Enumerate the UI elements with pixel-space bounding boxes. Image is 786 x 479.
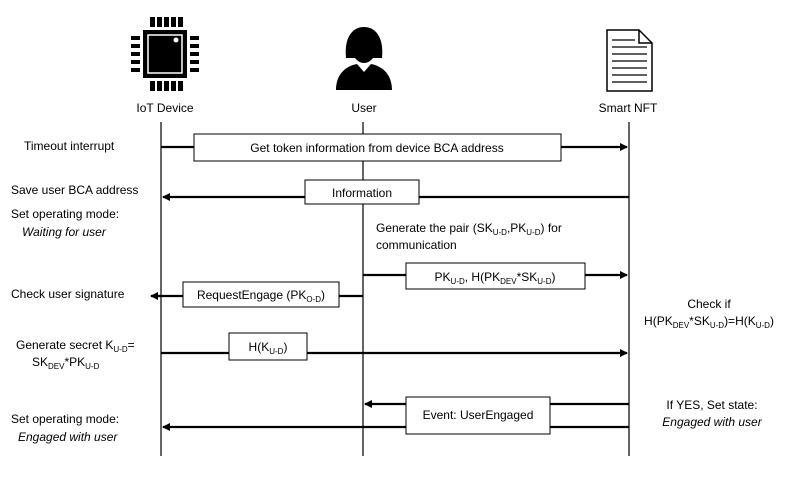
actor-device-label: IoT Device bbox=[136, 101, 193, 115]
chip-icon bbox=[131, 17, 199, 91]
document-icon bbox=[606, 29, 653, 92]
note-timeout: Timeout interrupt bbox=[24, 139, 115, 153]
note-gen-secret-2: SKDEV*PKU-D bbox=[32, 355, 100, 371]
box-pk bbox=[405, 262, 586, 290]
note-set-mode-1: Set operating mode: bbox=[11, 207, 119, 221]
note-gen-pair-1: Generate the pair (SKU-D,PKU-D) for bbox=[376, 221, 562, 237]
note-gen-secret-1: Generate secret KU-D= bbox=[16, 338, 135, 354]
note-set-mode-2: Set operating mode: bbox=[11, 412, 119, 426]
note-waiting: Waiting for user bbox=[22, 225, 107, 239]
note-nft-engaged: Engaged with user bbox=[662, 415, 762, 429]
note-check-sig: Check user signature bbox=[11, 287, 125, 301]
box-request-engage bbox=[182, 281, 340, 308]
note-save-bca: Save user BCA address bbox=[11, 183, 138, 197]
note-check-if: Check if bbox=[687, 297, 731, 311]
msg-get-token: Get token information from device BCA ad… bbox=[250, 141, 503, 155]
note-if-yes: If YES, Set state: bbox=[666, 398, 757, 412]
box-event bbox=[405, 396, 551, 435]
box-get-token bbox=[193, 133, 562, 162]
box-hk bbox=[228, 332, 308, 361]
note-engaged: Engaged with user bbox=[18, 430, 118, 444]
actor-nft-label: Smart NFT bbox=[599, 101, 658, 115]
note-check-formula: H(PKDEV*SKU-D)=H(KU-D) bbox=[644, 314, 774, 330]
box-information bbox=[304, 179, 420, 205]
user-icon bbox=[336, 27, 392, 90]
msg-hk: H(KU-D) bbox=[249, 340, 288, 356]
msg-pk: PKU-D, H(PKDEV*SKU-D) bbox=[435, 270, 556, 286]
actor-user-label: User bbox=[351, 101, 376, 115]
msg-event: Event: UserEngaged bbox=[423, 408, 534, 422]
msg-information: Information bbox=[332, 186, 392, 200]
note-gen-pair-2: communication bbox=[376, 238, 457, 252]
msg-request-engage: RequestEngage (PKO-D) bbox=[197, 288, 325, 304]
